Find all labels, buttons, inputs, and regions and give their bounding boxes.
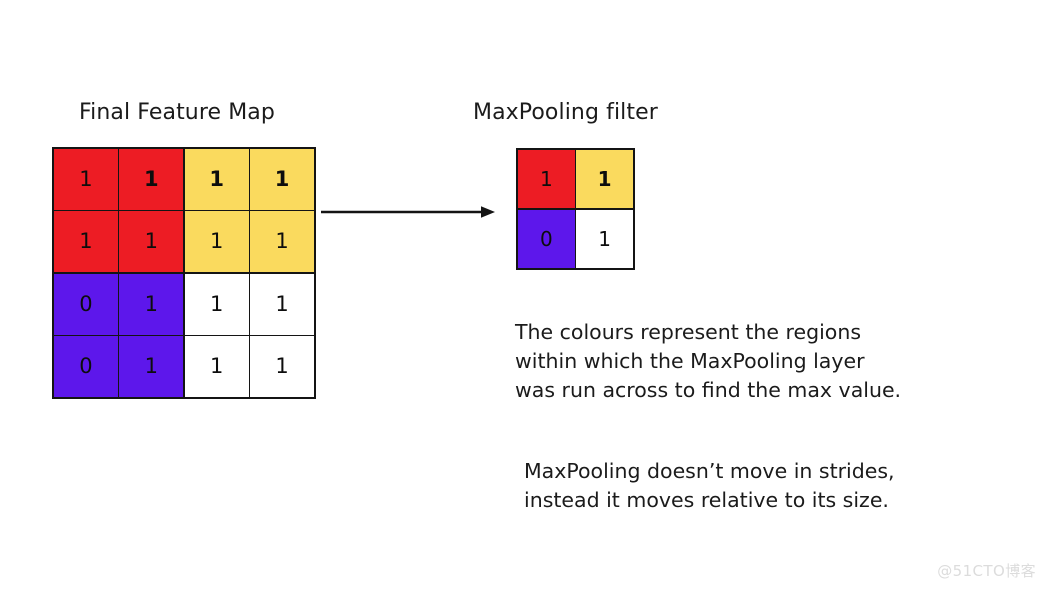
feature-map-title: Final Feature Map [79,100,275,125]
grid-cell: 1 [54,211,118,273]
grid-cell: 1 [184,211,249,273]
grid-cell: 1 [119,273,184,335]
grid-cell: 1 [184,336,249,397]
maxpooling-filter-title: MaxPooling filter [473,100,658,125]
grid-cell: 1 [184,149,249,210]
grid-cell: 1 [576,150,633,209]
description-regions: The colours represent the regions within… [515,320,902,402]
grid-cell: 1 [576,209,633,268]
grid-cell: 1 [250,211,314,273]
grid-cell: 1 [250,273,314,335]
right-arrow-icon [321,206,495,218]
grid-cell: 1 [54,149,118,210]
grid-cell: 1 [250,149,314,210]
grid-cell: 1 [119,336,184,397]
description-strides: MaxPooling doesn’t move in strides, inst… [524,459,895,512]
grid-cell: 0 [518,209,575,268]
grid-cell: 1 [250,336,314,397]
grid-cell: 0 [54,273,118,335]
grid-cell: 1 [184,273,249,335]
grid-cell: 1 [119,211,184,273]
grid-cell: 1 [119,149,184,210]
watermark: @51CTO博客 [937,562,1036,580]
grid-cell: 1 [518,150,575,209]
grid-cell: 0 [54,336,118,397]
